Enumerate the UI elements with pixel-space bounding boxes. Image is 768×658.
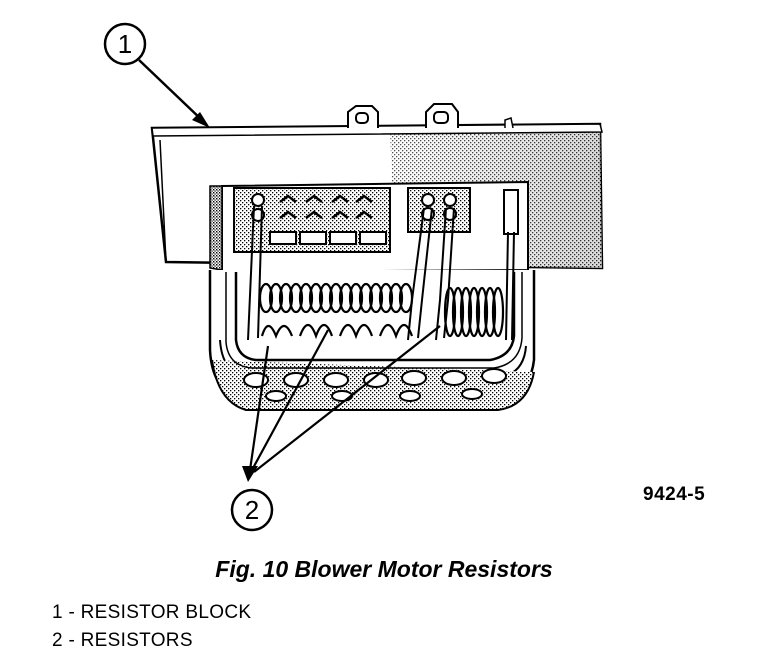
legend-item-resistors: 2 - RESISTORS — [52, 630, 193, 651]
callout-1-number: 1 — [118, 29, 132, 59]
callout-1-circle — [103, 22, 147, 66]
mounting-holes — [243, 368, 507, 402]
right-terminal-bracket — [407, 187, 519, 235]
callout-1: 1 — [103, 22, 210, 128]
figure-caption: Fig. 10 Blower Motor Resistors — [215, 556, 553, 582]
figure-number: 9424-5 — [643, 484, 706, 505]
callout-2: 2 — [230, 325, 441, 532]
resistor-coils — [258, 282, 505, 340]
callout-2-circle — [230, 488, 274, 532]
top-terminals — [347, 103, 514, 129]
callout-2-number: 2 — [245, 495, 259, 525]
resistor-block-illustration: 1 2 — [103, 22, 604, 532]
lead-wires — [247, 205, 515, 341]
legend-item-resistor-block: 1 - RESISTOR BLOCK — [52, 602, 252, 623]
terminal-strip — [233, 187, 391, 253]
